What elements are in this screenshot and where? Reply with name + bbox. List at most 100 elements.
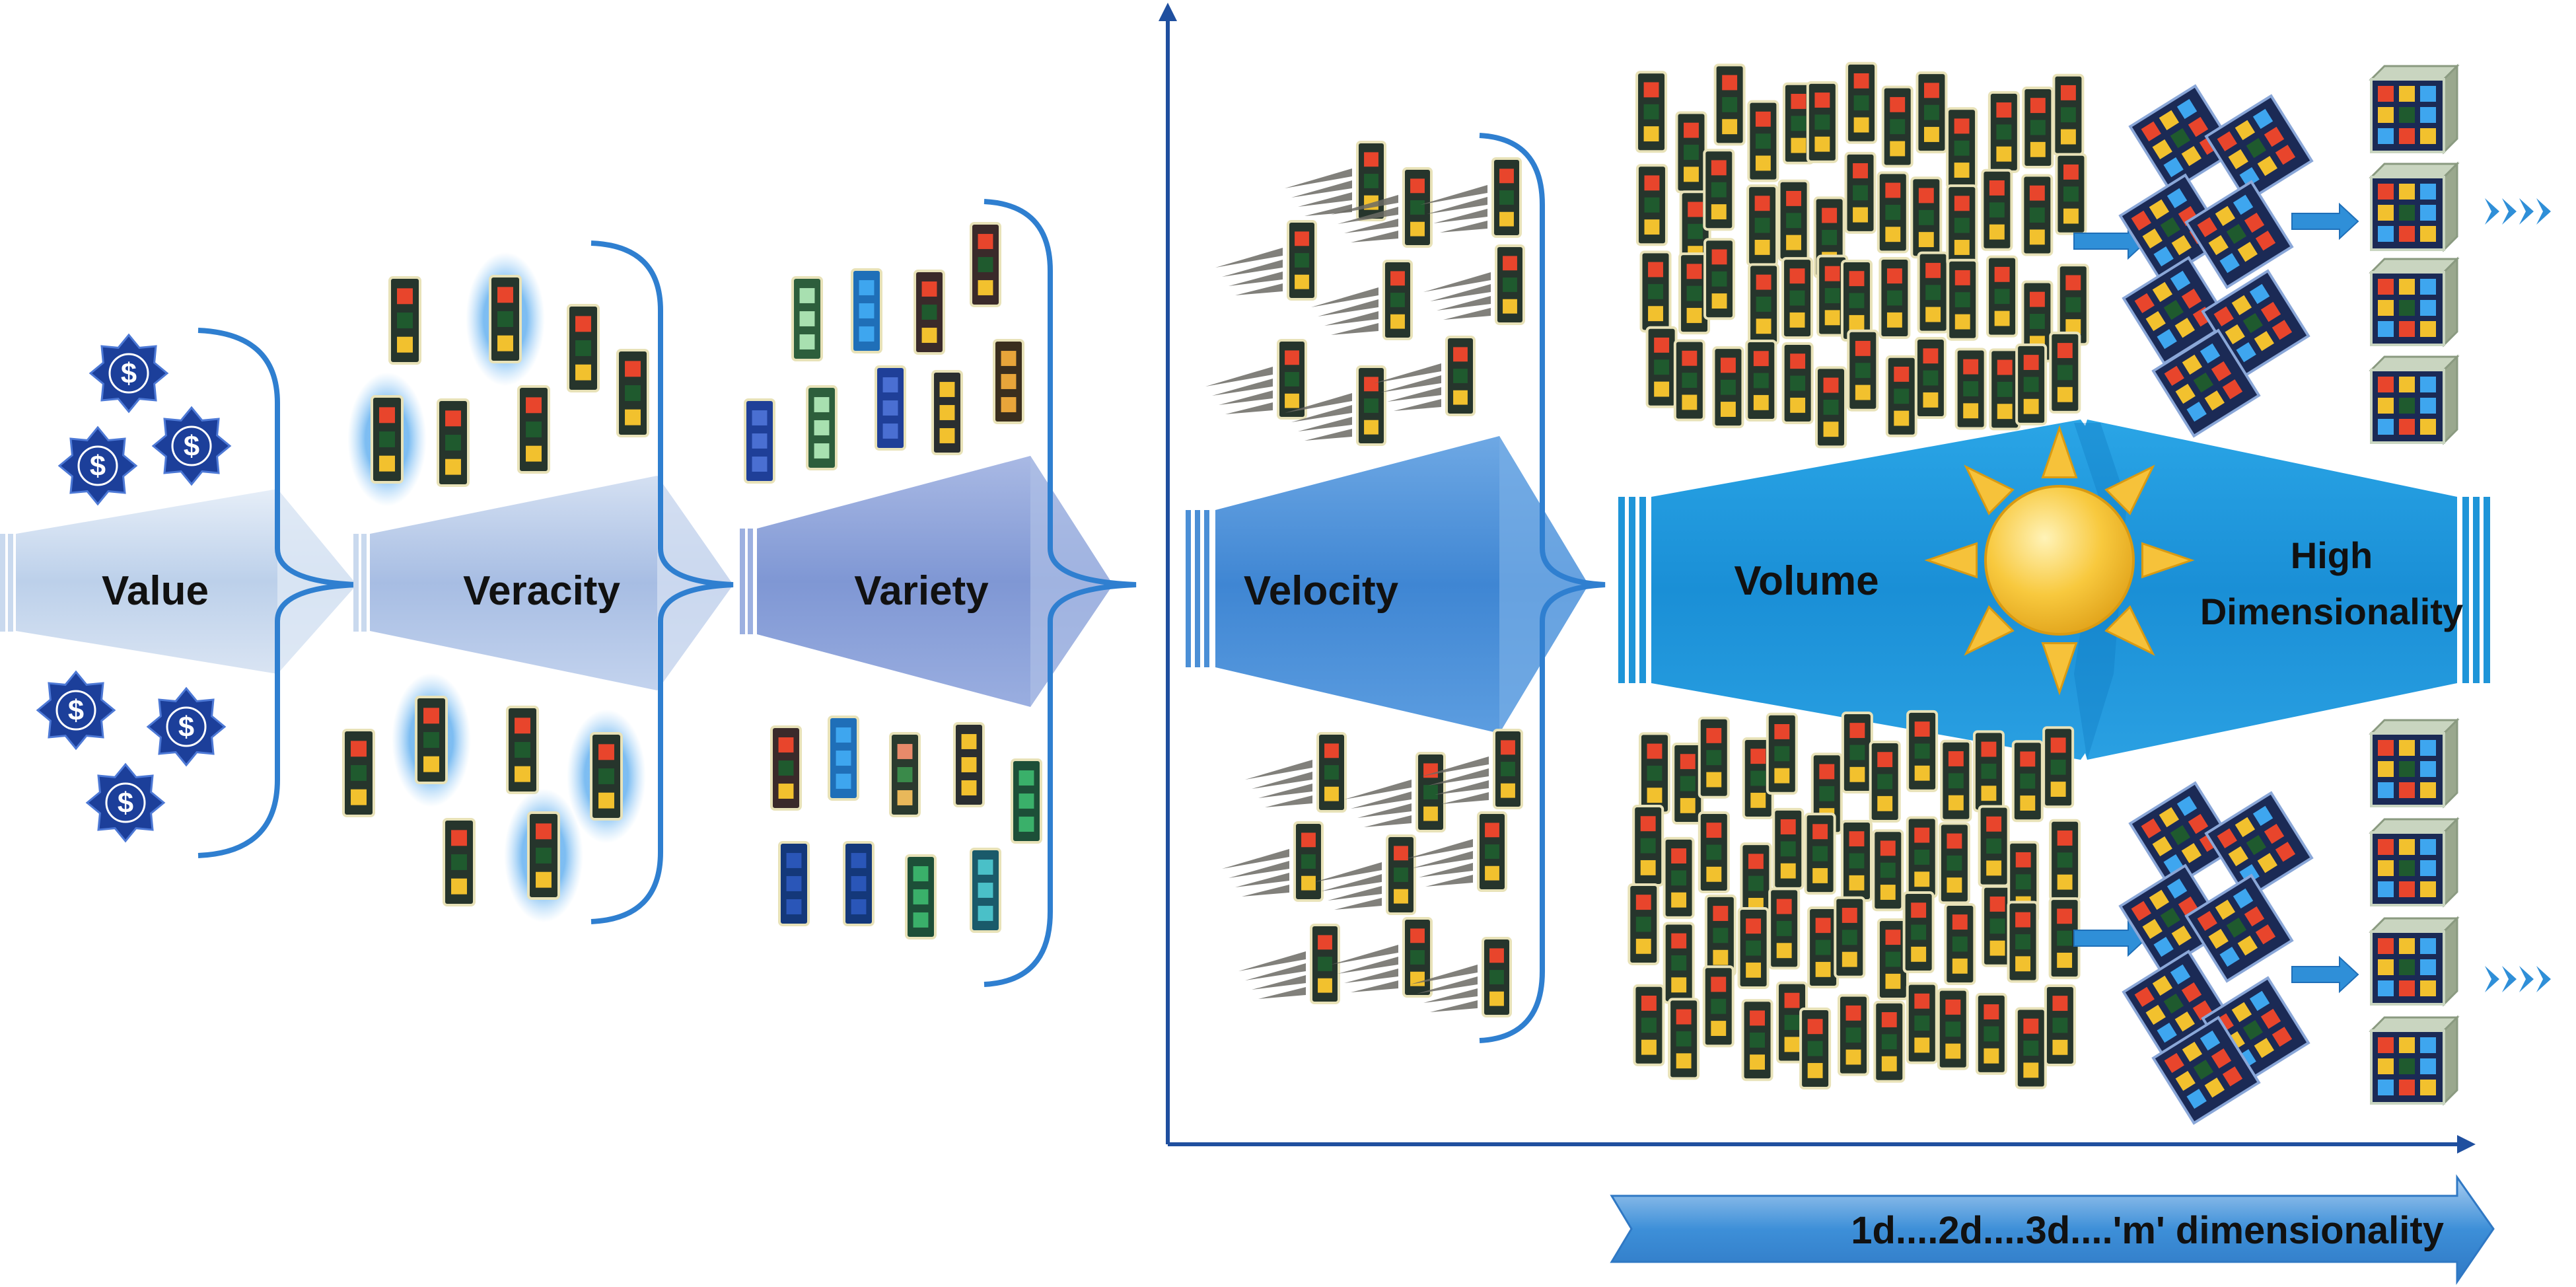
data-record-icon [388,276,421,365]
data-record-icon [1287,220,1317,301]
data-cube-icon [2151,328,2261,438]
data-cube-icon [2369,916,2460,1007]
data-record-icon [1906,710,1939,792]
data-record-icon [2055,153,2087,235]
data-record-icon [1495,244,1525,325]
data-record-icon [1987,91,2020,173]
data-record-icon [1638,732,1670,815]
data-record-icon [993,339,1024,424]
data-record-icon [1712,346,1744,429]
variety-funnel [757,456,1113,707]
data-record-icon [2011,740,2044,823]
data-record-icon [1776,981,1808,1064]
data-record-icon [1746,184,1779,267]
data-record-icon [1633,984,1665,1066]
data-record-icon [1277,339,1307,420]
data-record-icon [1946,184,1978,267]
data-record-icon [1635,71,1668,153]
data-cube-icon [2128,781,2238,891]
data-record-icon [1873,1000,1906,1083]
data-record-icon [1981,168,2013,251]
data-record-icon [1402,917,1433,998]
data-record-icon [2042,726,2075,809]
variety-stage: Variety [740,199,1137,987]
data-record-icon [1847,329,1879,412]
data-record-icon [1972,730,2005,813]
data-record-icon [744,398,775,484]
data-record-icon [1745,340,1777,422]
data-cube-icon [2369,817,2460,908]
data-record-icon [1881,85,1914,168]
svg-text:$: $ [118,788,133,819]
velocity-records [1205,141,1525,1017]
data-record-icon [1838,994,1870,1076]
data-record-icon [437,398,470,487]
data-record-icon [504,788,583,923]
data-record-icon [1316,732,1347,813]
data-record-icon [443,818,476,906]
data-record-icon [1840,259,1873,342]
data-record-icon [1869,741,1901,823]
data-record-icon [1713,63,1746,146]
data-record-icon [1698,811,1730,893]
data-record-icon [1310,924,1340,1004]
dollar-star-icon: $ [36,670,116,751]
data-record-icon [1702,965,1735,1048]
data-record-icon [1493,729,1523,809]
data-record-icon [1382,260,1413,340]
data-record-icon [2048,897,2081,980]
data-record-icon [1386,834,1416,915]
value-funnel [16,489,357,674]
velocity-bracket [1479,133,1606,1043]
variety-bracket [984,199,1137,987]
data-record-icon [466,252,545,386]
data-record-icon [1673,339,1705,422]
data-record-icon [1872,829,1904,912]
data-record-icon [1799,1008,1832,1090]
data-record-icon [1910,176,1943,259]
data-record-icon [616,349,649,437]
data-record-icon [1356,365,1386,446]
data-record-icon [1742,737,1774,820]
veracity-label: Veracity [463,568,620,614]
data-record-icon [1944,902,1976,985]
data-record-icon [2021,280,2054,363]
data-record-icon [2052,73,2085,156]
data-record-icon [1703,238,1736,320]
data-record-icon [1356,141,1386,221]
data-record-icon [1834,896,1866,978]
data-record-icon [806,385,838,470]
data-cube-icon [2204,791,2314,901]
data-record-icon [1668,998,1700,1080]
data-record-icon [791,276,823,361]
data-record-icon [1402,167,1433,248]
data-record-icon [970,222,1001,307]
data-record-icon [1645,326,1678,408]
data-record-icon [1672,743,1704,825]
variety-records [744,222,1042,939]
data-record-icon [1491,157,1522,238]
data-record-icon [851,268,882,353]
data-cube-icon [2369,1015,2460,1106]
variety-label: Variety [854,568,989,614]
x-axis-arrowhead [2457,1135,2476,1154]
data-record-icon [1815,366,1847,449]
data-record-icon [1781,342,1814,425]
data-record-icon [1816,254,1849,337]
data-record-icon [517,385,550,474]
data-record-icon [1844,151,1877,234]
data-record-icon [1415,752,1446,832]
data-record-icon [1914,337,1947,420]
data-record-icon [1937,988,1969,1070]
data-record-icon [1740,842,1772,925]
data-cube-icon [2184,873,2294,983]
data-cube-icon [2369,161,2460,252]
data-record-icon [931,370,963,455]
data-record-icon [1635,164,1668,246]
data-record-icon [1772,807,1805,890]
data-cube-icon [2369,354,2460,445]
data-record-icon [1840,819,1873,902]
data-record-icon [1704,894,1736,976]
data-record-icon [1989,348,2021,431]
